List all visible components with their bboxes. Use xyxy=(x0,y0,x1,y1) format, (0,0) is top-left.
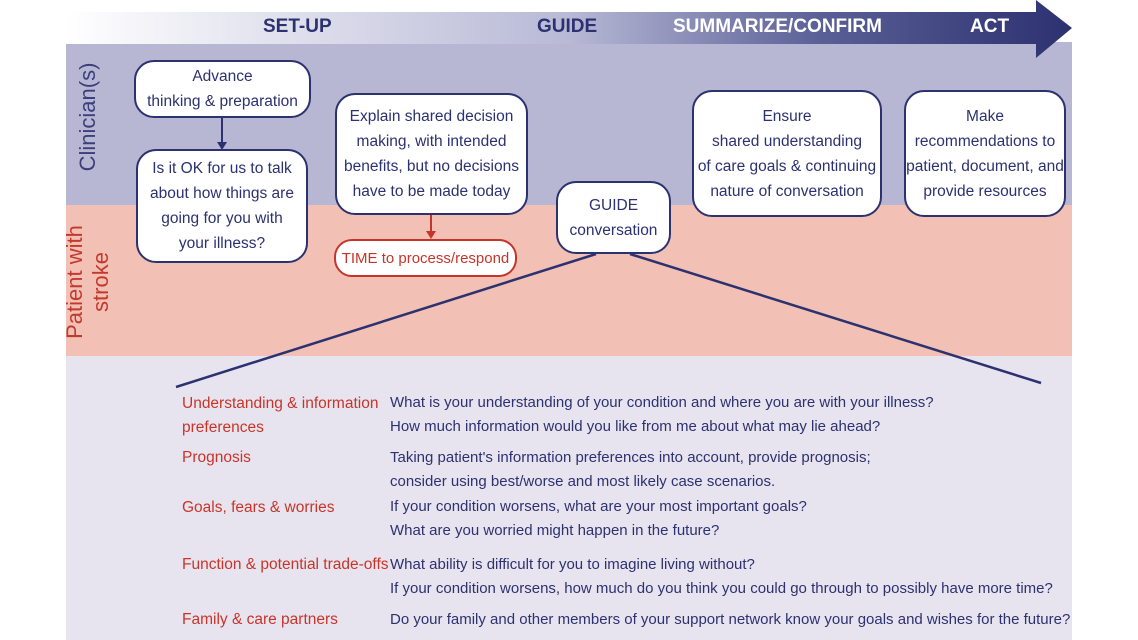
explain-sdm-box: Explain shared decision making, with int… xyxy=(335,93,528,215)
phase-arrow xyxy=(66,0,1072,58)
question-panel xyxy=(66,356,1072,640)
advance-thinking-box: Advance thinking & preparation xyxy=(134,60,311,118)
phase-summarize: SUMMARIZE/CONFIRM xyxy=(673,16,882,37)
topic-label-function: Function & potential trade-offs xyxy=(182,556,389,573)
ok-to-talk-box: Is it OK for us to talk about how things… xyxy=(136,149,308,263)
ensure-understanding-box: Ensure shared understanding of care goal… xyxy=(692,90,882,217)
question-line: What are you worried might happen in the… xyxy=(390,522,720,539)
phase-guide: GUIDE xyxy=(537,16,598,37)
question-line: How much information would you like from… xyxy=(390,418,881,435)
topic-label-family: Family & care partners xyxy=(182,611,338,628)
question-line: consider using best/worse and most likel… xyxy=(390,473,776,490)
question-line: If your condition worsens, what are your… xyxy=(390,498,807,515)
topic-label-prognosis: Prognosis xyxy=(182,449,251,466)
topic-questions-family: Do your family and other members of your… xyxy=(390,608,1070,632)
question-line: Taking patient's information preferences… xyxy=(390,449,871,466)
question-line: Do your family and other members of your… xyxy=(390,611,1071,628)
make-recommendations-box: Make recommendations to patient, documen… xyxy=(904,90,1066,217)
question-line: What is your understanding of your condi… xyxy=(390,394,934,411)
topic-questions-function: What ability is difficult for you to ima… xyxy=(390,553,1070,601)
topic-questions-understanding: What is your understanding of your condi… xyxy=(390,391,1070,439)
time-to-respond-box: TIME to process/respond xyxy=(334,239,517,277)
topic-label-goals: Goals, fears & worries xyxy=(182,499,335,516)
question-line: What ability is difficult for you to ima… xyxy=(390,556,755,573)
phase-act: ACT xyxy=(970,16,1010,37)
topic-questions-prognosis: Taking patient's information preferences… xyxy=(390,446,1070,494)
topic-questions-goals: If your condition worsens, what are your… xyxy=(390,495,1070,543)
phase-setup: SET-UP xyxy=(263,16,332,37)
guide-conversation-box: GUIDE conversation xyxy=(556,181,671,254)
question-line: If your condition worsens, how much do y… xyxy=(390,580,1053,597)
topic-label-understanding: Understanding & information preferences xyxy=(182,395,379,436)
